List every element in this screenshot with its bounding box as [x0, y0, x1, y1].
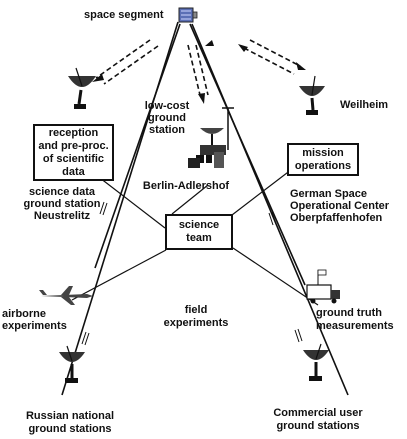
science-team-line-1: science — [178, 219, 220, 231]
gsoc-label-line-3: Oberpfaffenhofen — [290, 212, 383, 224]
data-transfer-arrows — [95, 39, 301, 96]
science-ground-station-line-2: ground station — [23, 198, 101, 210]
downlink-arrow-center-b — [195, 44, 209, 96]
field-experiments-line-1: field — [184, 304, 208, 316]
downlink-arrow-center-a — [187, 44, 201, 96]
low-cost-label-line-2: ground — [148, 112, 186, 124]
russian-stations-line-2: ground stations — [28, 423, 112, 435]
field-experiments-line-2: experiments — [163, 317, 229, 329]
airborne-label-line-1: airborne — [2, 308, 47, 320]
science-ground-station-line-1: science data — [28, 186, 96, 198]
link-arrow-right-b — [243, 47, 295, 75]
downlink-arrow-left-b — [103, 45, 159, 85]
airborne-label-line-2: experiments — [2, 320, 67, 332]
dish-antenna-neustrelitz-icon — [68, 67, 96, 109]
link-science-ground-station — [94, 23, 181, 269]
link-hatch-marks — [81, 201, 303, 346]
ground-truth-truck-icon — [306, 269, 340, 304]
commercial-stations-line-1: Commercial user — [273, 407, 363, 419]
link-team-ground-truth — [232, 247, 319, 306]
science-team-box: science team — [165, 214, 233, 250]
science-team-links — [71, 162, 319, 306]
mission-box-line-2: operations — [294, 159, 352, 172]
russian-stations-line-1: Russian national — [25, 410, 115, 422]
ground-truth-line-1: ground truth — [316, 307, 382, 319]
link-arrow-right-a — [249, 39, 301, 67]
airplane-icon — [39, 286, 93, 305]
dish-antenna-weilheim-icon — [299, 75, 325, 115]
downlink-arrow-left-a — [95, 39, 151, 79]
mission-box-line-1: mission — [302, 146, 344, 159]
satellite-icon — [178, 7, 198, 23]
science-team-line-2: team — [186, 232, 212, 244]
space-segment-label: space segment — [84, 9, 164, 21]
link-team-berlin — [171, 184, 209, 215]
weilheim-label: Weilheim — [340, 99, 389, 111]
mission-operations-box: mission operations — [287, 143, 359, 176]
science-ground-station-line-3: Neustrelitz — [33, 210, 91, 222]
low-cost-label-line-3: station — [148, 124, 186, 136]
arrow-heads — [92, 40, 306, 104]
ground-truth-line-2: measurements — [316, 320, 394, 332]
reception-box: reception and pre-proc. of scientific da… — [33, 124, 114, 181]
reception-box-line-4: data — [62, 165, 85, 178]
dish-antenna-russian-icon — [59, 345, 85, 383]
satellite-links — [61, 21, 349, 396]
berlin-adlershof-label: Berlin-Adlershof — [142, 180, 230, 192]
link-team-neustrelitz — [99, 177, 166, 229]
link-ground-truth — [189, 23, 306, 286]
reception-box-line-2: and pre-proc. — [38, 139, 109, 152]
reception-box-line-1: reception — [48, 126, 99, 139]
dish-antenna-commercial-icon — [303, 343, 329, 381]
low-cost-label-line-1: low-cost — [144, 100, 190, 112]
commercial-stations-line-2: ground stations — [276, 420, 360, 432]
gsoc-label-line-2: Operational Center — [290, 200, 390, 212]
low-cost-station-icon — [188, 107, 234, 168]
link-team-airborne — [71, 249, 167, 301]
gsoc-label-line-1: German Space — [290, 188, 368, 200]
reception-box-line-3: of scientific — [42, 152, 105, 165]
